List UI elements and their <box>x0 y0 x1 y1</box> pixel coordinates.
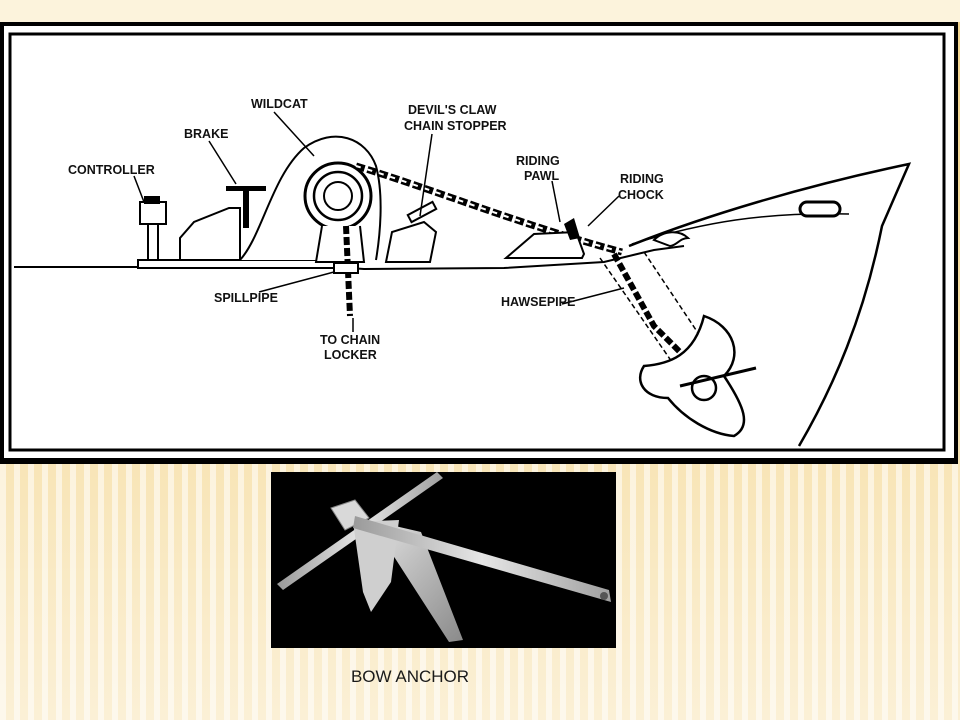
wildcat-drum <box>303 161 373 231</box>
label-hawsepipe: HAWSEPIPE <box>501 295 575 309</box>
label-devils-claw-line2: CHAIN STOPPER <box>404 119 507 133</box>
riding-chock-shape <box>652 231 691 248</box>
brake-shape <box>226 186 266 228</box>
hawse-slot <box>798 200 842 218</box>
devils-claw-shape <box>384 200 438 263</box>
anchor-shackle-hole <box>600 592 608 600</box>
inner-border <box>8 32 946 452</box>
label-riding-chock-line2: CHOCK <box>618 188 664 202</box>
hawsepipe-line-1 <box>599 257 673 363</box>
bow-anchor-photo <box>271 472 616 648</box>
anchor-chain-links <box>355 165 623 253</box>
leader-lines <box>133 111 625 332</box>
label-spillpipe: SPILLPIPE <box>214 291 278 305</box>
spillpipe-shape <box>333 262 359 274</box>
anchor-windlass-diagram: CONTROLLER BRAKE WILDCAT DEVIL'S CLAW CH… <box>0 22 958 464</box>
chain-in-hawsepipe <box>611 252 697 369</box>
wildcat-pedestal <box>314 225 366 263</box>
label-brake: BRAKE <box>184 127 228 141</box>
stowed-anchor-shape <box>638 314 757 438</box>
diagram-svg: CONTROLLER BRAKE WILDCAT DEVIL'S CLAW CH… <box>8 32 946 452</box>
label-devils-claw-line1: DEVIL'S CLAW <box>408 103 497 117</box>
anchor-fluke-left <box>353 520 399 612</box>
label-controller: CONTROLLER <box>68 163 155 177</box>
anchor-fluke-right <box>343 514 463 642</box>
riding-pawl-shape <box>503 230 586 259</box>
label-riding-pawl-line1: RIDING <box>516 154 560 168</box>
riding-pawl-arm <box>564 218 580 240</box>
windlass-base <box>137 259 339 269</box>
anchor-shank <box>353 516 611 602</box>
photo-caption: BOW ANCHOR <box>350 667 470 686</box>
controller-shape <box>139 196 167 261</box>
label-riding-pawl-line2: PAWL <box>524 169 560 183</box>
diagram-canvas: CONTROLLER BRAKE WILDCAT DEVIL'S CLAW CH… <box>4 26 954 458</box>
bow-hull <box>628 162 912 447</box>
bow-anchor-illustration <box>277 472 611 642</box>
top-band <box>0 0 960 22</box>
label-riding-chock-line1: RIDING <box>620 172 664 186</box>
label-to-chain-locker-line1: TO CHAIN <box>320 333 380 347</box>
label-wildcat: WILDCAT <box>251 97 308 111</box>
label-to-chain-locker-line2: LOCKER <box>324 348 377 362</box>
